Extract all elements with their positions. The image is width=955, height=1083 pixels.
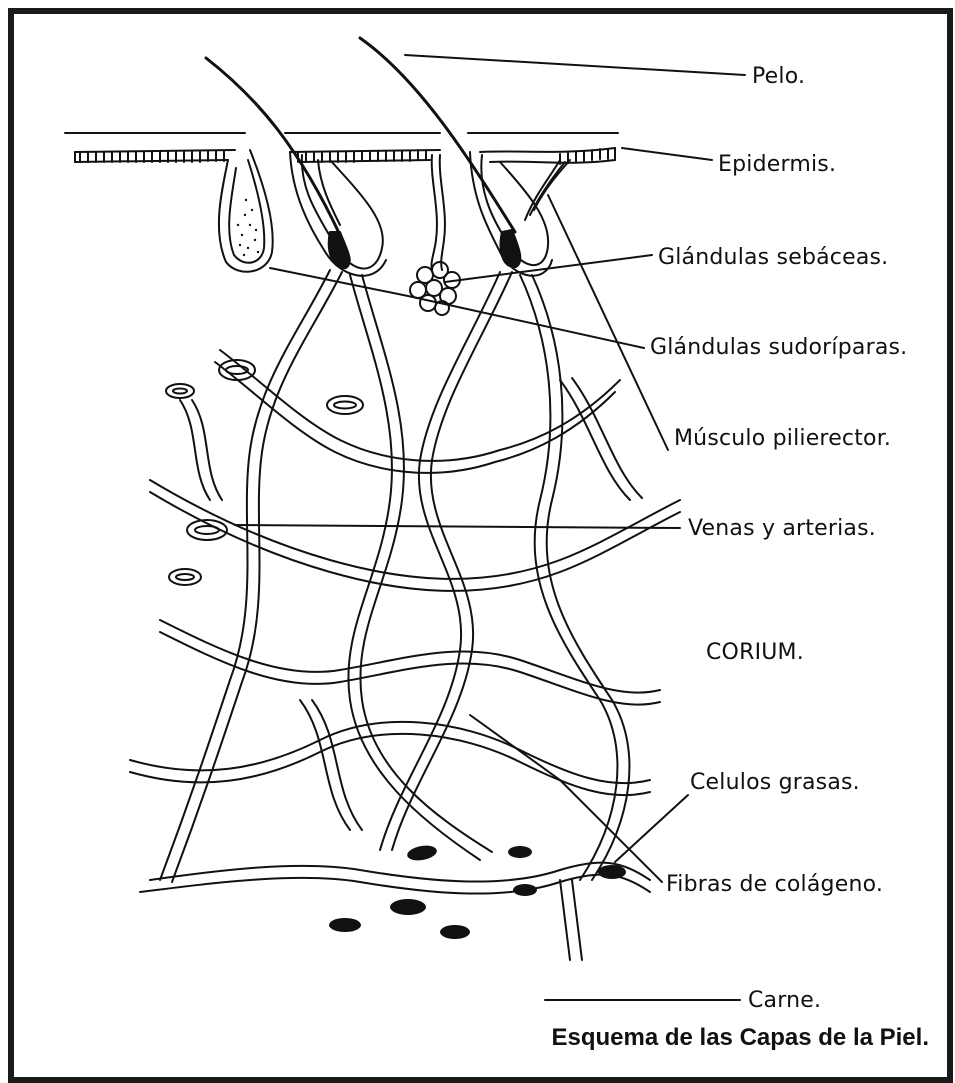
epidermis-layer xyxy=(75,148,615,164)
label-epidermis: Epidermis. xyxy=(718,152,836,177)
label-pelo: Pelo. xyxy=(752,64,805,89)
hair-follicle-1 xyxy=(206,58,386,276)
label-fibras-colageno: Fibras de colágeno. xyxy=(666,872,883,897)
label-carne: Carne. xyxy=(748,988,821,1013)
leader-lines xyxy=(235,55,745,1000)
label-glandulas-sebaceas: Glándulas sebáceas. xyxy=(658,245,888,270)
label-glandulas-sudoriparas: Glándulas sudoríparas. xyxy=(650,335,907,360)
sweat-gland xyxy=(410,155,460,315)
label-celulas-grasas: Celulos grasas. xyxy=(690,770,860,795)
label-corium: CORIUM. xyxy=(706,640,804,665)
label-musculo-pilierector: Músculo pilierector. xyxy=(674,426,891,451)
blood-vessel-network xyxy=(130,270,680,960)
hair-follicle-2 xyxy=(360,38,570,276)
label-venas-arterias: Venas y arterias. xyxy=(688,516,876,541)
figure-caption: Esquema de las Capas de la Piel. xyxy=(551,1024,929,1052)
sebaceous-gland-left xyxy=(219,150,273,272)
